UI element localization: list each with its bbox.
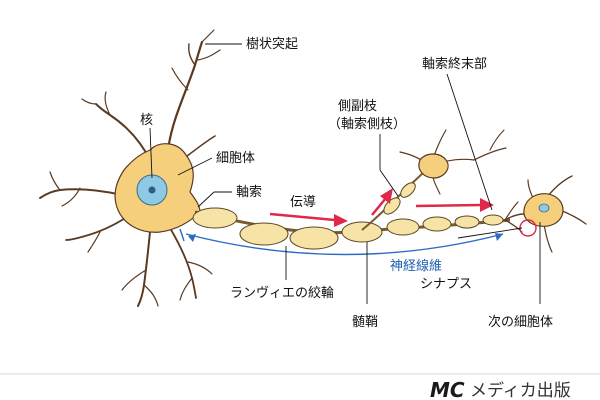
nerve-fiber-span [179,228,504,256]
label-nucleus: 核 [140,113,153,128]
brand-logo-mark: MC [430,378,465,400]
label-next-cell-body: 次の細胞体 [488,314,553,330]
label-dendrite: 樹状突起 [246,36,298,52]
label-conduction: 伝導 [290,195,316,210]
label-synapse: シナプス [420,277,472,292]
label-collateral: 側副枝 [338,99,377,114]
collateral-cell [399,129,507,195]
myelin-segment [341,221,383,243]
myelin-segment [386,218,420,236]
myelin-segment [422,216,452,232]
label-axon: 軸索 [236,185,262,200]
conduction-arrows [269,188,494,227]
nucleolus-shape [148,186,156,194]
label-node-of-ranvier: ランヴィエの絞輪 [230,285,334,301]
label-cell-body: 細胞体 [216,151,255,166]
myelin-segments [192,207,504,250]
myelin-segment [289,226,339,250]
label-myelin-sheath: 髄鞘 [352,315,378,330]
myelin-segment [192,207,238,229]
leader-lines [149,43,541,304]
label-collateral-alt: （軸索側枝） [328,117,406,132]
brand-logo: MC メディカ出版 [430,378,571,400]
myelin-segment [454,215,480,229]
dendrites [39,29,221,307]
axon-terminal [504,201,525,233]
synapse-ring [519,219,537,237]
myelin-segment [482,214,504,226]
label-axon-terminal: 軸索終末部 [422,56,487,72]
next-cell [523,175,587,253]
label-nerve-fiber: 神経線維 [390,258,442,274]
brand-name: メディカ出版 [470,380,571,400]
myelin-segment [239,222,289,246]
